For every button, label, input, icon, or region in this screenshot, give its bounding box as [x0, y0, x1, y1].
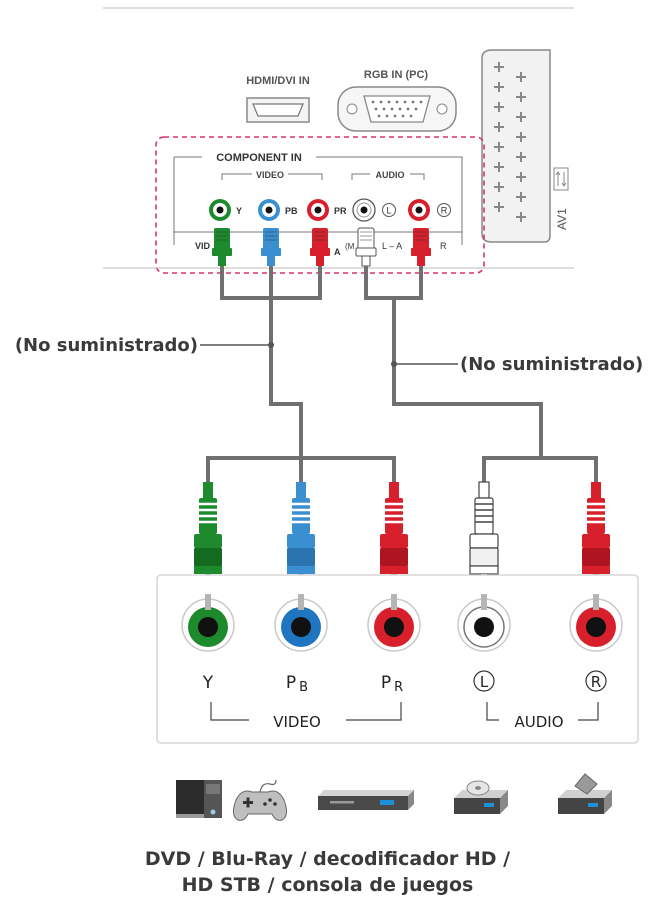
device-label-pb-sub: B [299, 680, 308, 695]
device-group-brackets [210, 702, 599, 721]
device-video-group-label: VIDEO [273, 713, 321, 731]
plug-green [194, 482, 222, 594]
caption-line-2: HD STB / consola de juegos [181, 874, 474, 896]
tv-plug-red-audio [411, 228, 431, 266]
tv-partial-r-label: R [440, 241, 447, 251]
tv-partial-m-label: (M [345, 242, 355, 251]
device-label-r: R [591, 673, 601, 691]
rgb-port [337, 86, 457, 132]
plug-white [469, 481, 499, 594]
tv-jack-y [209, 199, 231, 221]
tv-jack-r-label: R [441, 206, 448, 216]
tv-jack-l-label: L [386, 206, 391, 216]
device-label-pr-sub: R [394, 680, 403, 695]
device-label-l: L [480, 673, 489, 691]
tv-jack-pr [307, 199, 329, 221]
set-top-box-icon [558, 773, 612, 814]
scart-pins [494, 62, 526, 222]
right-cable-callout: (No suministrado) [391, 354, 643, 375]
device-jack-pb [274, 598, 328, 652]
hdmi-label: HDMI/DVI IN [246, 75, 310, 87]
game-controller-icon [232, 779, 288, 821]
rgb-label: RGB IN (PC) [364, 69, 429, 81]
tv-plug-blue [261, 228, 281, 266]
device-label-pb-main: P [286, 673, 296, 693]
tv-jack-y-label: Y [236, 206, 242, 216]
tv-plug-white [355, 227, 377, 267]
tv-partial-la-label: L – A [382, 241, 402, 251]
caption-line-1: DVD / Blu-Ray / decodificador HD / [144, 848, 511, 870]
device-jack-pr [367, 598, 421, 652]
device-audio-group-label: AUDIO [514, 713, 563, 731]
device-label-y: Y [202, 673, 214, 693]
tv-audio-group-label: AUDIO [376, 170, 405, 180]
tv-rear-panel: HDMI/DVI IN RGB IN (PC) [155, 49, 569, 274]
tv-plug-red-video [310, 228, 330, 266]
device-jack-y [181, 598, 235, 652]
tv-jack-pb [258, 199, 280, 221]
tv-plug-green [212, 228, 232, 266]
scart-label: AV1 [555, 208, 569, 230]
tv-jack-l [352, 198, 376, 222]
left-cable-label: (No suministrado) [15, 335, 198, 356]
pc-tower-icon [176, 780, 222, 818]
scart-port: AV1 [481, 49, 569, 243]
audio-cable [364, 266, 598, 482]
plug-red-video [380, 482, 408, 594]
tv-video-group-label: VIDEO [256, 170, 284, 180]
tv-jack-r [408, 199, 430, 221]
tv-jack-pr-label: PR [334, 206, 347, 216]
dvd-player-icon [318, 790, 414, 810]
video-cable [206, 266, 396, 482]
scart-arrows-icon [553, 167, 569, 191]
tv-partial-a-label: A [334, 247, 341, 257]
tv-partial-video-label: VID [195, 241, 211, 251]
bluray-player-icon [454, 780, 508, 814]
component-in-title: COMPONENT IN [216, 152, 302, 164]
device-label-pr-main: P [381, 673, 391, 693]
device-jack-r [569, 598, 623, 652]
plug-red-audio [582, 482, 610, 594]
left-cable-callout: (No suministrado) [15, 335, 274, 356]
tv-jack-pb-label: PB [285, 206, 298, 216]
hdmi-port [246, 97, 310, 123]
right-cable-label: (No suministrado) [460, 354, 643, 375]
